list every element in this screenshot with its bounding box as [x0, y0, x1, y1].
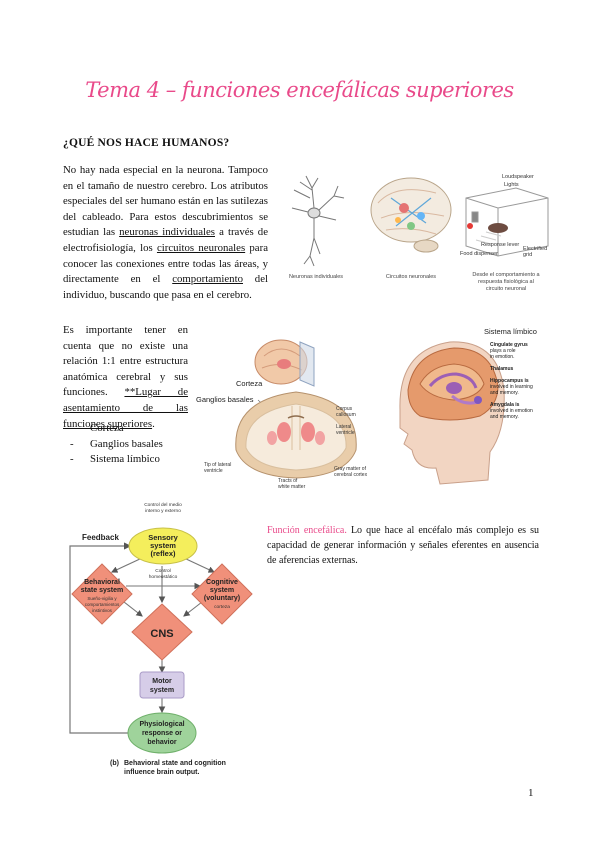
label-grid-2: grid: [523, 252, 532, 258]
intro-paragraph: No hay nada especial en la neurona. Tamp…: [63, 164, 268, 301]
behavioral-note-1: Sueño-vigilia y: [87, 596, 117, 601]
label-cingulate-1: plays a role: [490, 348, 516, 354]
list-item: -Corteza: [70, 422, 124, 434]
label-hippocampus: Hippocampus is: [490, 378, 529, 384]
head-illustration: [399, 341, 505, 485]
label-lights: Lights: [504, 182, 519, 188]
sensory-label-1: Sensory: [148, 533, 178, 542]
cognitive-label-2: system: [210, 587, 234, 594]
label-corpus-1: Corpus: [336, 406, 353, 412]
small-brain-illustration: [254, 339, 315, 387]
behavioral-label-1: Behavioral: [84, 579, 120, 586]
physio-label-2: response or: [142, 730, 182, 737]
caption-comportamiento-1: Desde el comportamiento a: [472, 272, 540, 278]
label-tip-2: ventricle: [204, 468, 223, 474]
underlined-lugar: **Lugar de asentamiento de las funciones…: [63, 386, 188, 430]
behavior-box-illustration: [465, 187, 549, 257]
sensory-node: [128, 527, 198, 565]
label-gray-2: cerebral cortex: [334, 472, 368, 478]
structure-paragraph: Es importante tener en cuenta que no exi…: [63, 324, 188, 430]
cognitive-node: [191, 563, 253, 625]
cognitive-label-1: Cognitive: [206, 579, 238, 586]
limbic-system-figure: Sistema límbico Cingulate gyrus plays a …: [399, 327, 537, 485]
section-heading: ¿QUÉ NOS HACE HUMANOS?: [63, 137, 230, 149]
limbic-title: Sistema límbico: [484, 327, 537, 336]
research-levels-figure: Loudspeaker Lights Response lever Food d…: [289, 174, 549, 292]
caption-comportamiento-2: respuesta fisiológica al: [478, 279, 534, 285]
label-amygdala: Amygdala is: [490, 402, 520, 408]
diagram-caption-b: (b): [110, 760, 119, 767]
page-number: 1: [528, 787, 534, 799]
label-lever: Response lever: [481, 242, 519, 248]
behavioral-note-3: instintivos: [92, 608, 113, 613]
label-amygdala-1: involved in emotion: [490, 408, 533, 414]
control-medio-2: interno y externo: [145, 508, 181, 514]
control-homeo-1: Control: [155, 568, 170, 574]
structures-list: -Corteza -Ganglios basales -Sistema límb…: [70, 421, 163, 468]
label-cingulate-2: in emotion.: [490, 354, 514, 360]
diagram-caption-2: influence brain output.: [124, 769, 199, 776]
underlined-term-comportamiento: comportamiento: [172, 273, 243, 286]
caption-circuitos: Circuitos neuronales: [386, 274, 436, 280]
coronal-section-figure: Corteza Ganglios basales Corpus callosum…: [196, 339, 368, 490]
physio-node: [127, 712, 197, 754]
caption-neuronas: Neuronas individuales: [289, 274, 343, 280]
brain-circuits-illustration: [370, 177, 452, 253]
coronal-slice: [235, 391, 357, 479]
caption-comportamiento-3: circuito neuronal: [486, 286, 526, 292]
label-thalamus: Thalamus: [490, 366, 514, 372]
function-paragraph: Función encefálica. Lo que hace al encéf…: [267, 525, 540, 566]
label-grid-1: Electrified: [523, 246, 547, 252]
list-item: -Ganglios basales: [70, 437, 163, 450]
label-tip-1: Tip of lateral: [204, 462, 231, 468]
physio-label-1: Physiological: [139, 721, 184, 728]
cns-label: CNS: [150, 628, 173, 640]
behavioral-note-2: comportamientos: [85, 602, 120, 607]
feedback-label: Feedback: [82, 533, 119, 542]
sensory-label-3: (reflex): [150, 549, 176, 558]
cns-node: [131, 603, 193, 661]
page-title: Tema 4 – funciones encefálicas superiore…: [85, 78, 514, 102]
neuron-illustration: [291, 175, 345, 267]
label-tracts-2: white matter: [278, 484, 306, 490]
behavioral-node: [71, 563, 133, 625]
label-loudspeaker: Loudspeaker: [502, 174, 534, 180]
cognitive-note: corteza: [214, 604, 230, 610]
label-corteza: Corteza: [236, 379, 263, 388]
list-item: -Sistema límbico: [70, 453, 160, 466]
function-label: Función encefálica.: [267, 525, 347, 536]
label-lateral-2: ventricle: [336, 430, 355, 436]
label-gray-1: Gray matter of: [334, 466, 367, 472]
control-medio-1: Control del medio: [144, 502, 182, 508]
brain-output-diagram: Feedback Control del medio interno y ext…: [69, 502, 253, 776]
label-amygdala-2: and memory.: [490, 414, 519, 420]
label-hippocampus-2: and memory.: [490, 390, 519, 396]
label-ganglios-basales: Ganglios basales: [196, 395, 254, 404]
diagram-arrows: [111, 557, 215, 714]
label-hippocampus-1: involved in learning: [490, 384, 533, 390]
control-homeo-2: homeostático: [149, 574, 178, 580]
physio-label-3: behavior: [147, 739, 176, 746]
motor-label-2: system: [150, 687, 174, 694]
diagram-caption-1: Behavioral state and cognition: [124, 760, 226, 767]
motor-label-1: Motor: [152, 678, 172, 685]
underlined-term-circuitos: circuitos neuronales: [156, 241, 246, 254]
cognitive-label-3: (voluntary): [204, 595, 240, 602]
sensory-label-2: system: [150, 541, 176, 550]
underlined-term-neuronas: neuronas individuales: [119, 226, 215, 239]
motor-node: [139, 671, 185, 699]
behavioral-label-2: state system: [81, 587, 123, 594]
label-lateral-1: Lateral: [336, 424, 351, 430]
label-food: Food dispenser: [460, 251, 498, 257]
label-tracts-1: Tracts of: [278, 478, 298, 484]
label-cingulate: Cingulate gyrus: [490, 342, 528, 348]
label-corpus-2: callosum: [336, 412, 356, 418]
feedback-arrow: [69, 542, 132, 734]
